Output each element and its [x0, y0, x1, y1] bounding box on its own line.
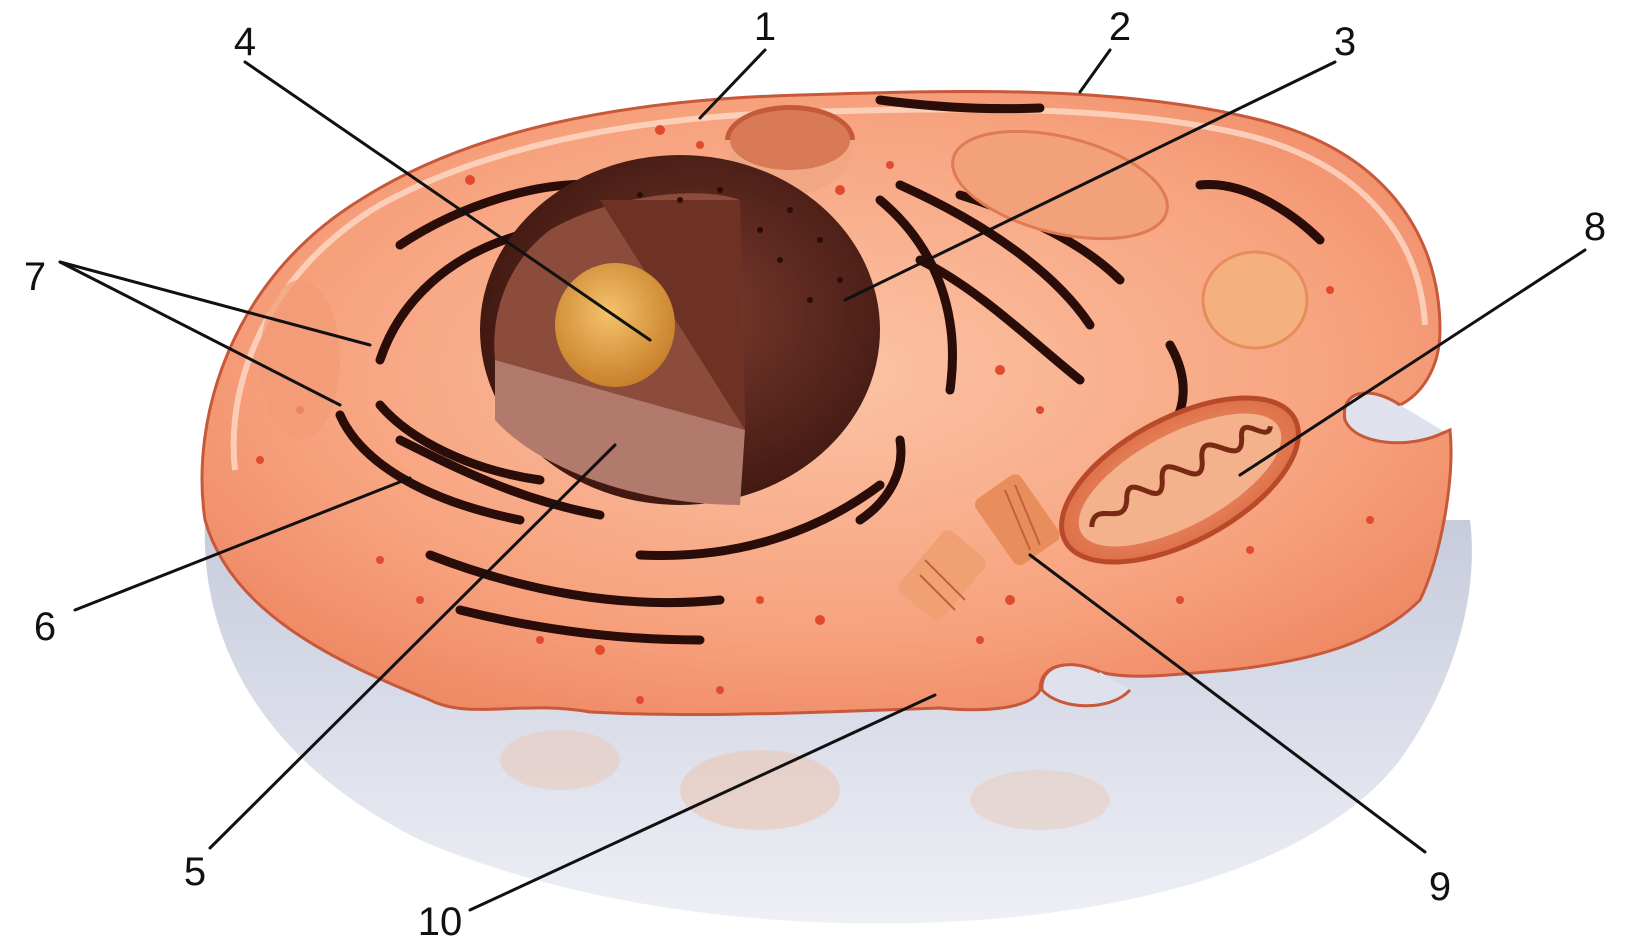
- label-9: 9: [1429, 865, 1451, 909]
- nucleus: [480, 155, 880, 505]
- nucleolus: [555, 263, 675, 387]
- label-1: 1: [754, 5, 776, 49]
- membrane-invagination: [1344, 393, 1445, 443]
- lower-body-vacuole: [680, 750, 840, 830]
- label-5: 5: [184, 850, 206, 894]
- label-10: 10: [418, 900, 463, 944]
- label-6: 6: [34, 605, 56, 649]
- label-4: 4: [234, 20, 256, 64]
- lower-body-vacuole: [500, 730, 620, 790]
- vesicle: [1203, 252, 1307, 348]
- label-7: 7: [24, 255, 46, 299]
- label-3: 3: [1334, 20, 1356, 64]
- leader-line-2: [1080, 50, 1110, 92]
- label-2: 2: [1109, 5, 1131, 49]
- label-8: 8: [1584, 205, 1606, 249]
- lower-body-vacuole: [970, 770, 1110, 830]
- vesicle: [260, 280, 340, 440]
